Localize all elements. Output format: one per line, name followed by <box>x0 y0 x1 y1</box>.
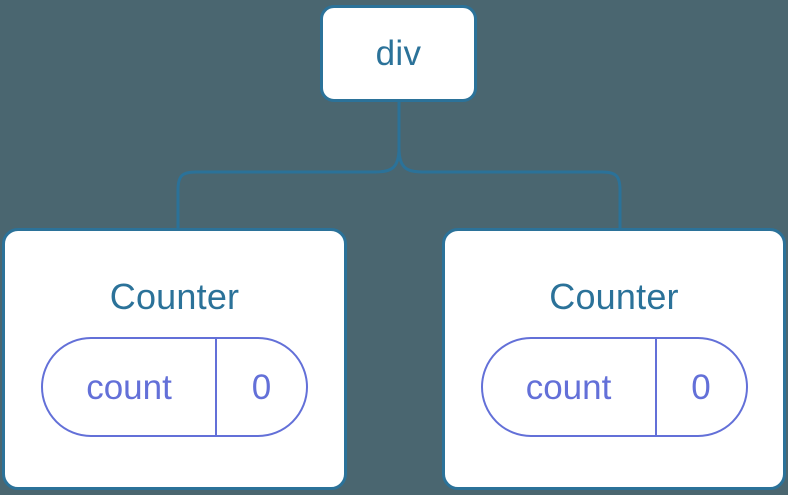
state-pill-right[interactable]: count 0 <box>480 337 748 437</box>
node-counter-left-label: Counter <box>109 276 240 317</box>
state-value-left: 0 <box>251 367 272 407</box>
node-div-label: div <box>375 34 422 73</box>
state-value-right-cell: 0 <box>657 339 746 435</box>
state-value-right: 0 <box>691 367 711 407</box>
state-key-right: count <box>525 367 612 407</box>
node-counter-left[interactable]: Counter count 0 <box>2 228 347 490</box>
connector-to-left-child <box>176 146 401 230</box>
state-key-right-cell: count <box>483 339 657 435</box>
node-counter-right[interactable]: Counter count 0 <box>442 228 786 490</box>
state-pill-left[interactable]: count 0 <box>41 337 308 437</box>
state-value-left-cell: 0 <box>217 339 306 435</box>
state-key-left: count <box>86 367 172 407</box>
state-key-left-cell: count <box>43 339 217 435</box>
node-counter-right-label: Counter <box>549 276 679 317</box>
node-div[interactable]: div <box>320 5 477 102</box>
connector-to-right-child <box>397 146 622 230</box>
